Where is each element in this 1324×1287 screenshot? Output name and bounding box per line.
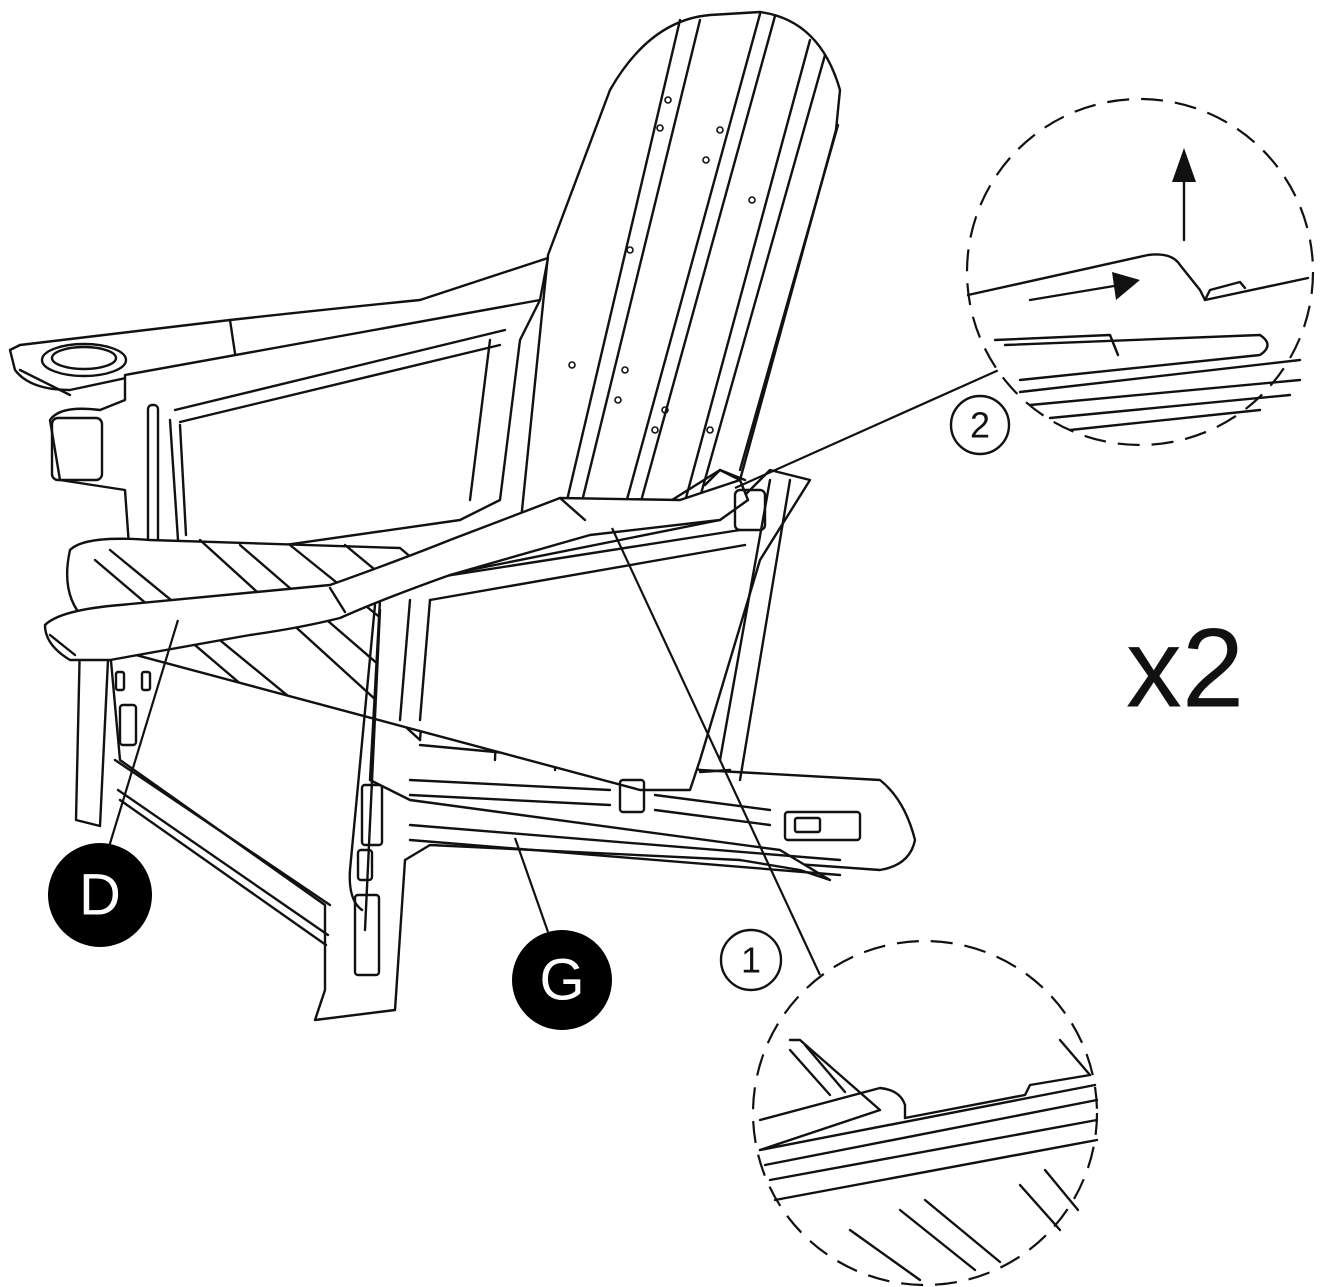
part-badge-d: D (48, 843, 152, 947)
part-badge-g-label: G (539, 948, 584, 1013)
quantity-label: x2 (1126, 606, 1244, 731)
detail-1-magnifier (751, 939, 1099, 1287)
step-marker-1-label: 1 (741, 940, 761, 981)
lift-arrow-icon (1172, 148, 1196, 182)
adirondack-chair (8, 10, 917, 1022)
detail-2-magnifier (965, 97, 1315, 447)
leader-lines (103, 363, 1011, 976)
step-marker-1: 1 (719, 928, 783, 992)
slide-arrow-icon (1112, 272, 1140, 300)
chair-armrest-right (43, 468, 767, 662)
part-badge-g: G (512, 930, 612, 1030)
chair-frame-front (74, 468, 842, 1022)
step-marker-2-label: 2 (970, 405, 990, 446)
part-badge-d-label: D (79, 863, 121, 928)
chair-backrest (518, 10, 842, 532)
step-marker-2: 2 (949, 394, 1011, 456)
